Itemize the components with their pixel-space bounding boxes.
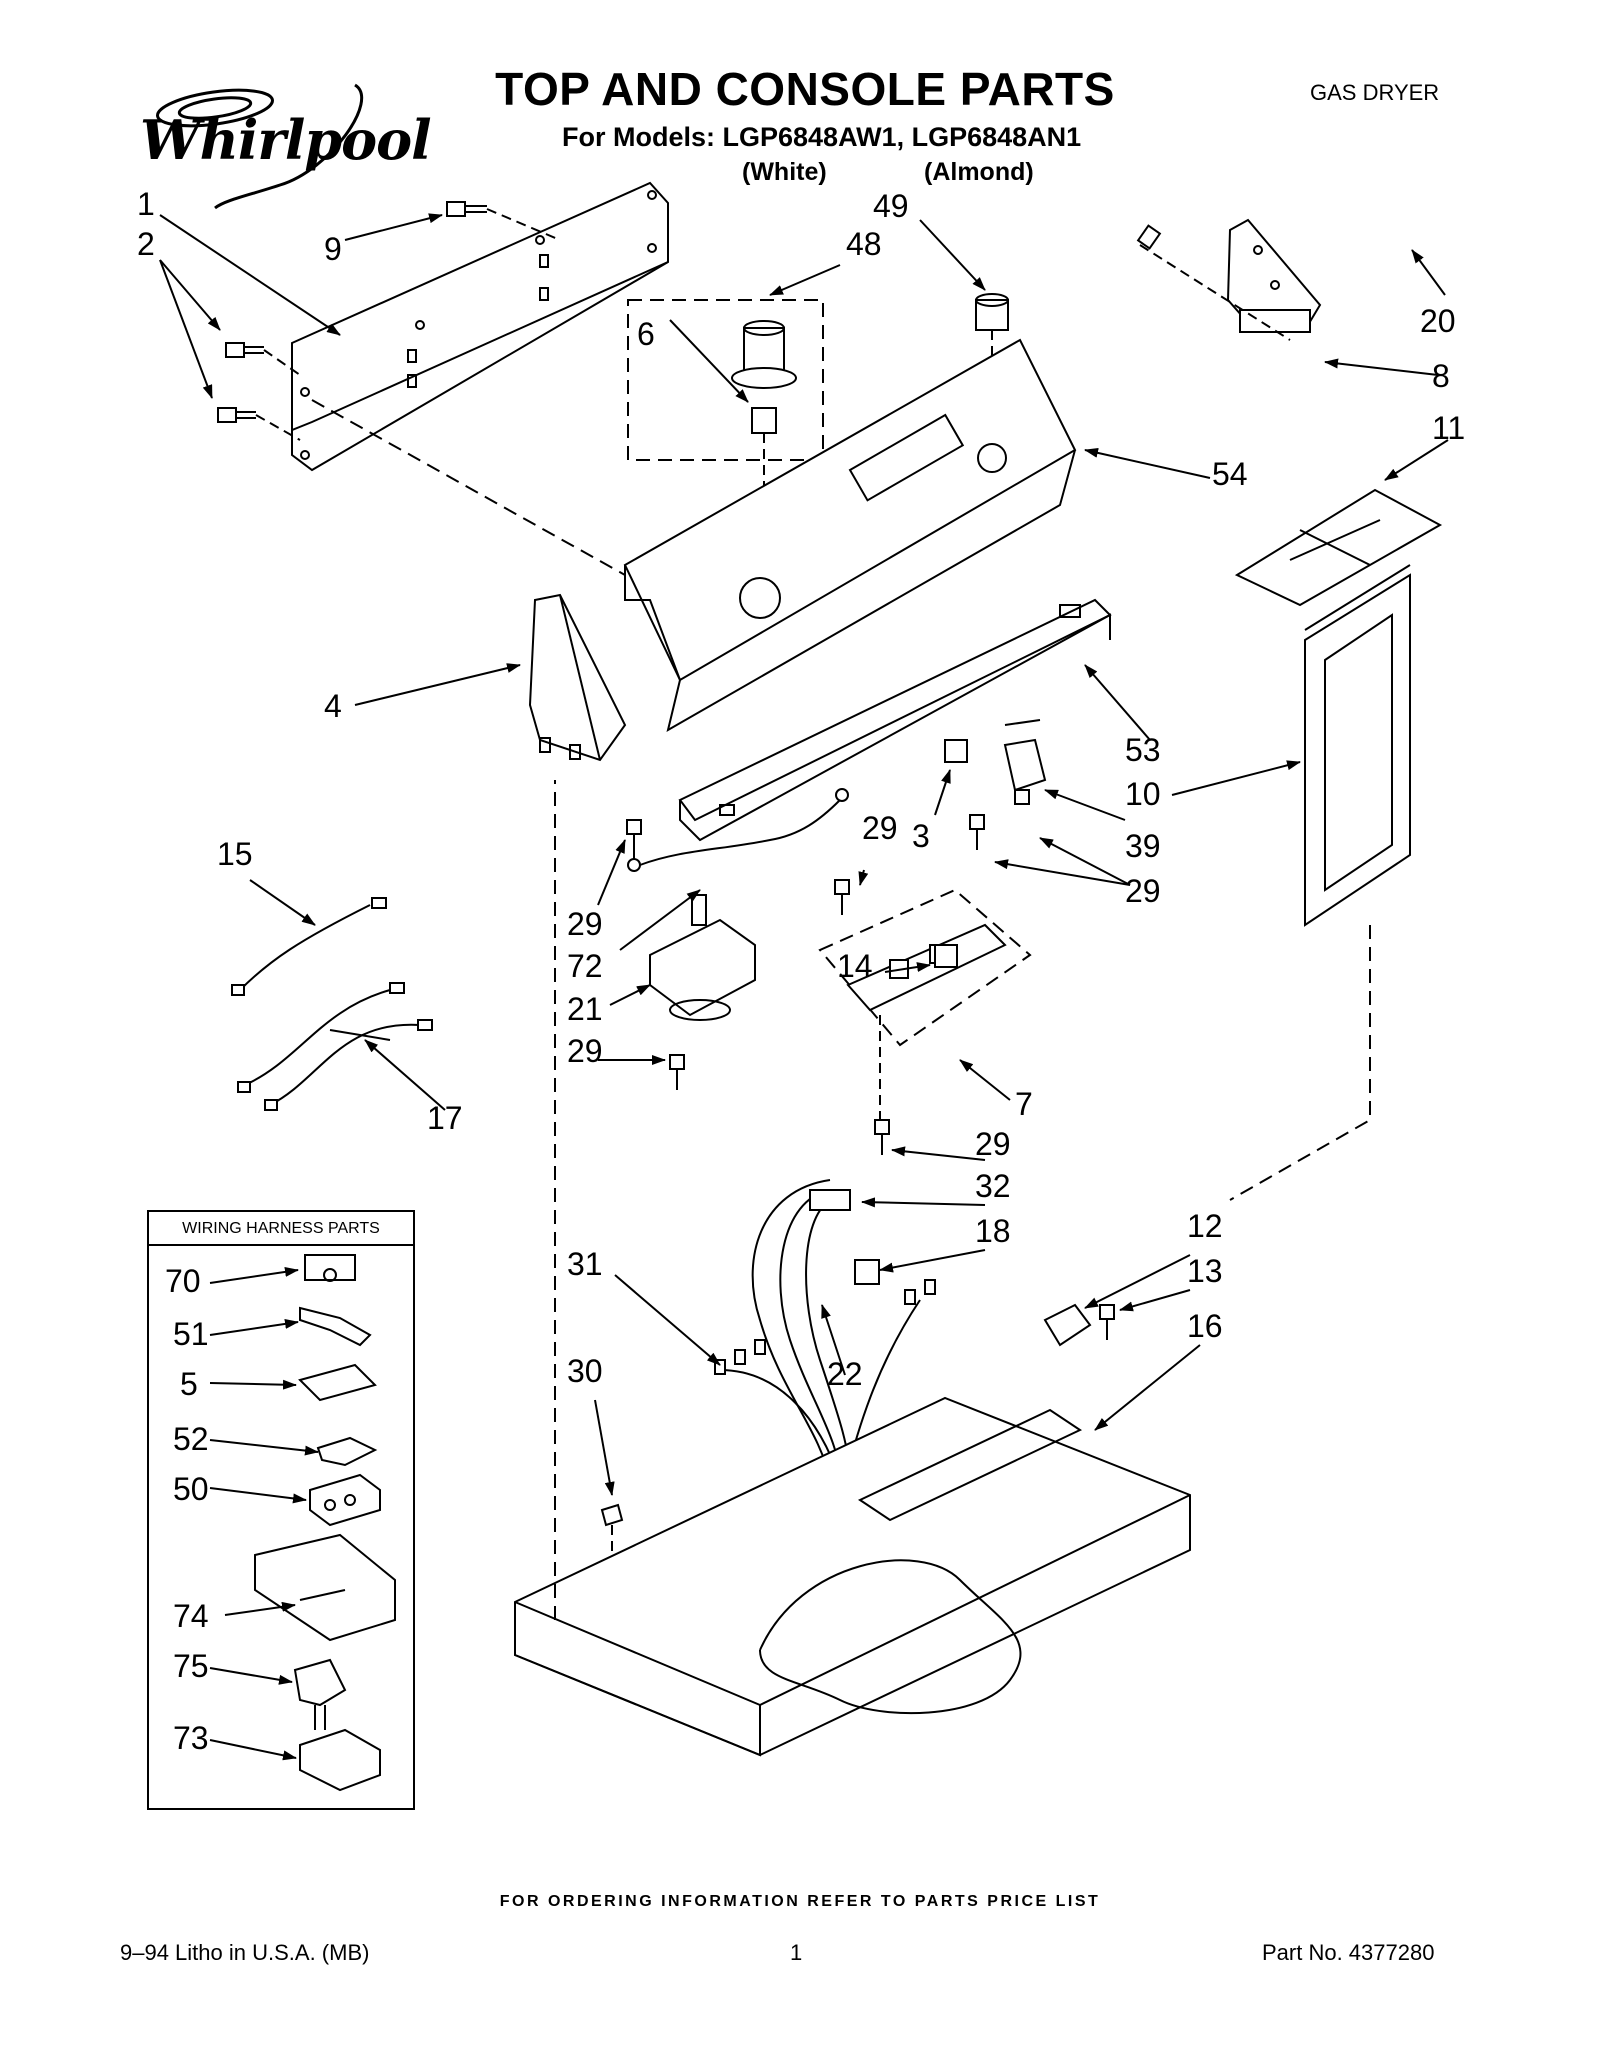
callout-1: 1: [137, 186, 155, 222]
callout-5: 5: [180, 1366, 198, 1402]
callout-30: 30: [567, 1353, 603, 1389]
harness-connector-part-70: [304, 1254, 356, 1282]
lint-chute-part-10: [1229, 564, 1411, 1201]
callout-3: 3: [912, 818, 930, 854]
callout-21: 21: [567, 991, 603, 1027]
part-number: Part No. 4377280: [1262, 1940, 1435, 1965]
screw-part-13: [1099, 1304, 1115, 1340]
callout-52: 52: [173, 1421, 209, 1457]
variant-almond-label: (Almond): [924, 158, 1034, 186]
callout-11: 11: [1432, 410, 1466, 446]
callout-7: 7: [1015, 1086, 1033, 1122]
control-board-part-7: [818, 888, 1032, 1120]
lint-cover-part-11: [1234, 488, 1443, 607]
end-cap-part-8: [1226, 218, 1322, 333]
callout-2: 2: [137, 226, 155, 262]
clip-part-12: [1043, 1303, 1092, 1347]
harness-connector-part-74: [254, 1533, 396, 1642]
top-cover-part-16: [514, 780, 1191, 1757]
wire-part-15: [231, 897, 387, 996]
end-cap-part-4: [528, 593, 627, 762]
callout-17: 17: [427, 1100, 463, 1136]
document-type-label: GAS DRYER: [1310, 80, 1440, 105]
callout-13: 13: [1187, 1253, 1223, 1289]
screw-part-29-c: [834, 879, 850, 915]
models-line: For Models: LGP6848AW1, LGP6848AN1: [562, 122, 1082, 152]
harness-box-title: WIRING HARNESS PARTS: [149, 1212, 413, 1246]
knob-assembly-part-48: [627, 299, 824, 600]
callout-73: 73: [173, 1720, 209, 1756]
callout-72: 72: [567, 948, 603, 984]
callout-29-timer: 29: [567, 1033, 603, 1069]
harness-connector-part-50: [309, 1473, 381, 1527]
callout-29-left: 29: [567, 906, 603, 942]
page-title: TOP AND CONSOLE PARTS: [495, 63, 1115, 115]
callout-51: 51: [173, 1316, 209, 1352]
callout-31: 31: [567, 1246, 603, 1282]
clip-part-30: [600, 1503, 624, 1620]
rear-console-panel-part-1: [291, 181, 669, 472]
screw-part-2a: [225, 342, 301, 376]
callout-54: 54: [1212, 456, 1248, 492]
screw-part-2b: [217, 407, 301, 441]
harness-connector-part-5: [298, 1363, 377, 1402]
litho-note: 9–94 Litho in U.S.A. (MB): [120, 1940, 370, 1965]
screw-part-29-d: [969, 814, 985, 850]
callout-29-board: 29: [975, 1126, 1011, 1162]
harness-connector-part-73: [299, 1728, 381, 1792]
sensor-part-39: [1003, 719, 1047, 805]
callout-70: 70: [165, 1263, 201, 1299]
screw-part-20: [1136, 224, 1291, 341]
callout-8: 8: [1432, 358, 1450, 394]
callout-14: 14: [837, 948, 873, 984]
callout-18: 18: [975, 1213, 1011, 1249]
console-panel-part-54: [623, 338, 1077, 733]
harness-terminal-part-51: [299, 1306, 372, 1347]
screw-part-9: [446, 201, 561, 241]
callout-50: 50: [173, 1471, 209, 1507]
callout-48: 48: [846, 226, 882, 262]
callout-leader-lines: [159, 213, 1449, 1761]
callout-6: 6: [637, 316, 655, 352]
callout-9: 9: [324, 231, 342, 267]
callout-53: 53: [1125, 732, 1161, 768]
wire-harness-part-17: [237, 982, 433, 1111]
ordering-information-note: FOR ORDERING INFORMATION REFER TO PARTS …: [499, 1893, 1101, 1910]
brand-logo-text: Whirlpool: [140, 108, 432, 172]
callout-22: 22: [827, 1356, 863, 1392]
screw-part-29-a: [626, 819, 642, 872]
variant-white-label: (White): [742, 158, 827, 186]
callout-75: 75: [173, 1648, 209, 1684]
timer-part-21: [639, 788, 849, 1021]
callout-10: 10: [1125, 776, 1161, 812]
whirlpool-swirl-icon: [156, 83, 363, 210]
wiring-harness-parts-box: WIRING HARNESS PARTS: [147, 1210, 415, 1810]
callout-20: 20: [1420, 303, 1456, 339]
screw-part-29-e: [874, 1119, 890, 1155]
callout-32: 32: [975, 1168, 1011, 1204]
callout-49: 49: [873, 188, 909, 224]
switch-part-3: [944, 739, 968, 763]
callout-29-upper: 29: [862, 810, 898, 846]
callout-12: 12: [1187, 1208, 1223, 1244]
page-number: 1: [790, 1940, 803, 1965]
console-bracket-part-53: [678, 598, 1112, 842]
callout-29-right: 29: [1125, 873, 1161, 909]
callout-15: 15: [217, 836, 253, 872]
callout-39: 39: [1125, 828, 1161, 864]
harness-terminal-part-52: [316, 1436, 378, 1467]
screw-part-29-b: [669, 1054, 685, 1090]
callout-16: 16: [1187, 1308, 1223, 1344]
callout-74: 74: [173, 1598, 209, 1634]
callout-4: 4: [324, 688, 342, 724]
harness-clip-part-75: [293, 1658, 347, 1730]
